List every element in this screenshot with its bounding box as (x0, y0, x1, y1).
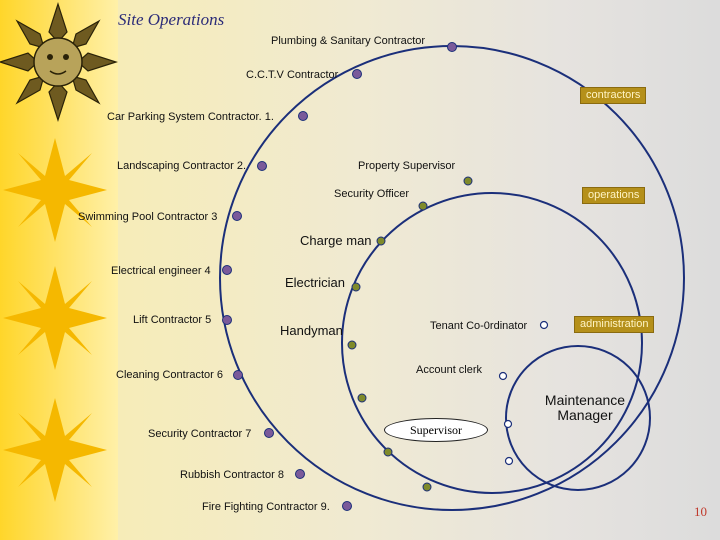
node-unlabeled-2[interactable] (383, 447, 393, 457)
label-security-officer: Security Officer (334, 188, 409, 200)
node-security-contractor[interactable] (264, 428, 274, 438)
node-charge-man[interactable] (376, 236, 386, 246)
label-maintenance-manager: Maintenance Manager (544, 392, 626, 423)
tag-administration: administration (574, 316, 655, 333)
node-cctv[interactable] (352, 69, 362, 79)
label-charge-man: Charge man (300, 233, 372, 248)
node-handyman[interactable] (347, 340, 357, 350)
sun-icon (3, 138, 107, 502)
label-swimming-pool: Swimming Pool Contractor 3 (78, 211, 218, 223)
label-electrical-engineer: Electrical engineer 4 (111, 265, 211, 277)
label-handyman: Handyman (280, 323, 343, 338)
label-account-clerk: Account clerk (416, 364, 483, 376)
node-electrical-engineer[interactable] (222, 265, 232, 275)
node-security-officer[interactable] (418, 201, 428, 211)
slide-title: Site Operations (118, 10, 225, 29)
label-lift: Lift Contractor 5 (133, 314, 212, 326)
label-electrician: Electrician (285, 275, 345, 290)
node-swimming-pool[interactable] (232, 211, 242, 221)
label-security-contractor: Security Contractor 7 (148, 428, 252, 440)
label-landscaping: Landscaping Contractor 2. (117, 160, 247, 172)
node-fire-fighting[interactable] (342, 501, 352, 511)
administration-circle (505, 345, 651, 491)
node-rubbish[interactable] (295, 469, 305, 479)
node-unlabeled-1[interactable] (357, 393, 367, 403)
node-car-parking[interactable] (298, 111, 308, 121)
node-account-clerk[interactable] (498, 371, 508, 381)
node-unlabeled-4[interactable] (504, 456, 514, 466)
label-cleaning: Cleaning Contractor 6 (116, 369, 224, 381)
page-number: 10 (694, 504, 707, 519)
node-plumbing[interactable] (447, 42, 457, 52)
node-lift[interactable] (222, 315, 232, 325)
label-car-parking: Car Parking System Contractor. 1. (107, 111, 274, 123)
label-fire-fighting: Fire Fighting Contractor 9. (202, 501, 330, 513)
node-landscaping[interactable] (257, 161, 267, 171)
tag-operations: operations (582, 187, 646, 204)
label-property-supervisor: Property Supervisor (358, 160, 456, 172)
node-unlabeled-3[interactable] (422, 482, 432, 492)
sun-face-icon (0, 2, 118, 122)
label-tenant-coordinator: Tenant Co-0rdinator (430, 320, 528, 332)
node-supervisor[interactable] (503, 419, 513, 429)
tag-contractors: contractors (580, 87, 647, 104)
label-rubbish: Rubbish Contractor 8 (180, 469, 284, 481)
node-electrician[interactable] (351, 282, 361, 292)
supervisor-ellipse[interactable]: Supervisor (384, 418, 488, 442)
node-tenant-coordinator[interactable] (539, 320, 549, 330)
node-cleaning[interactable] (233, 370, 243, 380)
label-cctv: C.C.T.V Contractor (246, 69, 339, 81)
node-property-supervisor[interactable] (463, 176, 473, 186)
operations-circle (341, 192, 643, 494)
label-plumbing: Plumbing & Sanitary Contractor (271, 35, 426, 47)
